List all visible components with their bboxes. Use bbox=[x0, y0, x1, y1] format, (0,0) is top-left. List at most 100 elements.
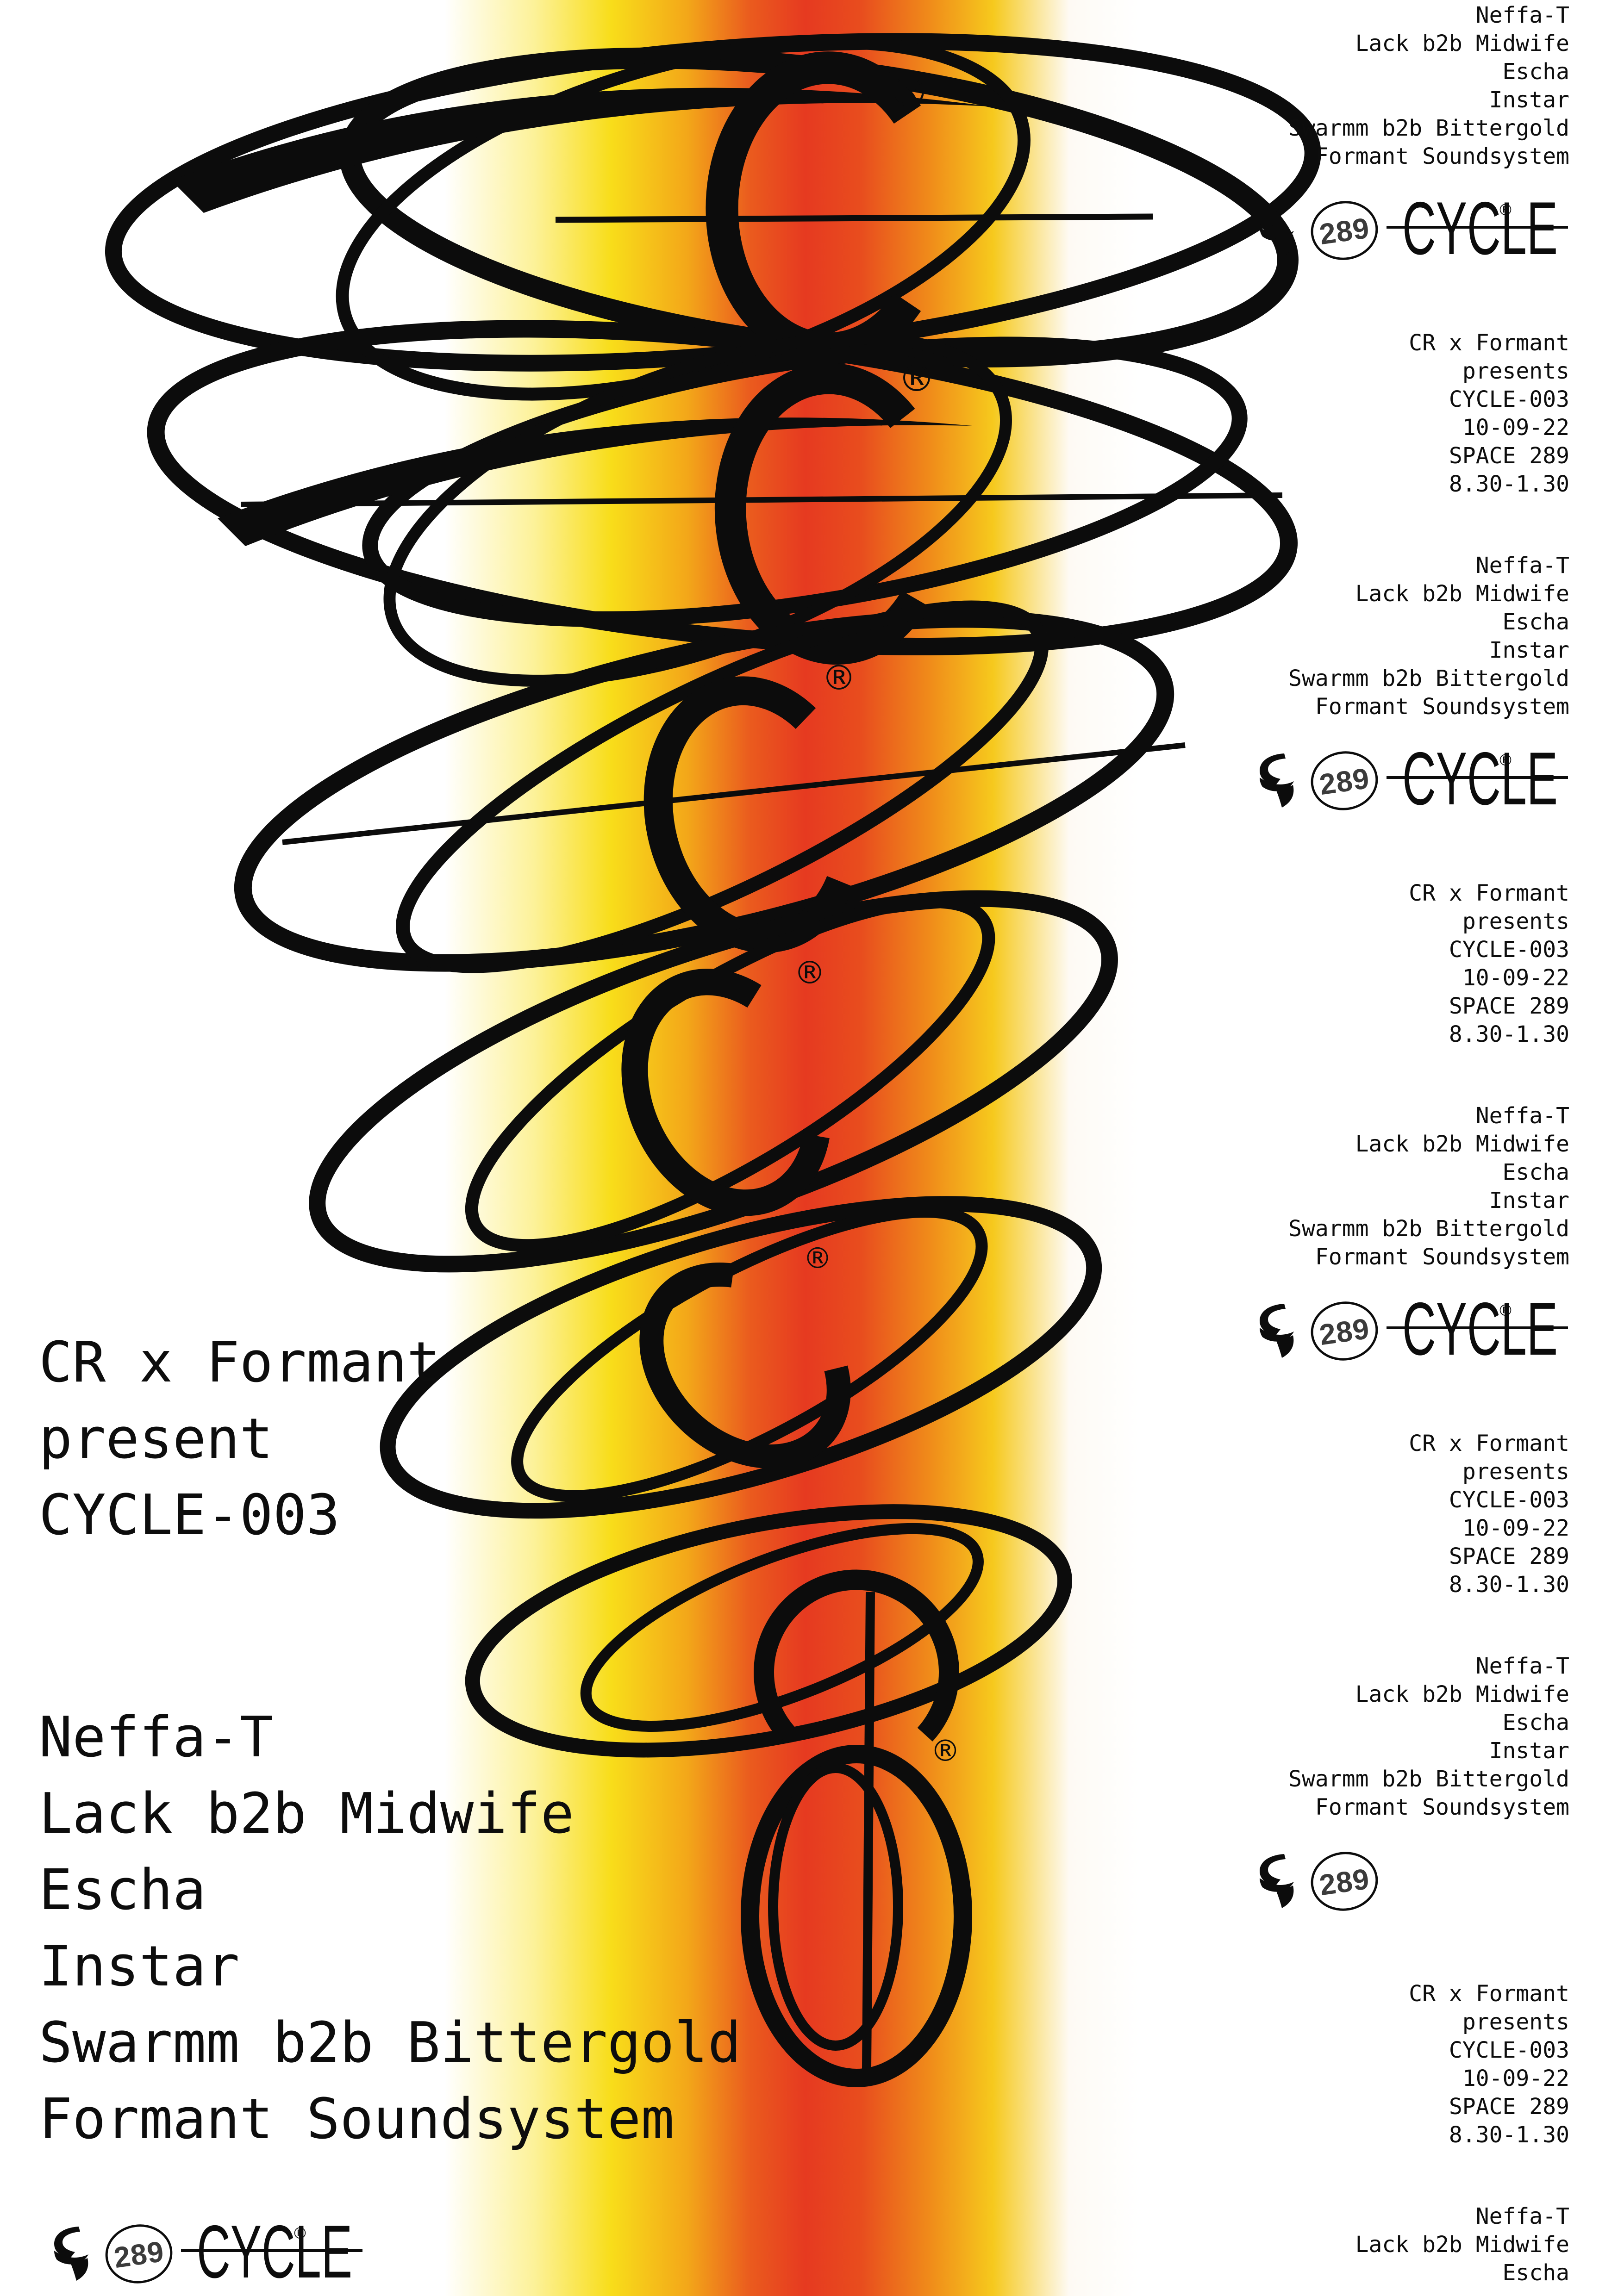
text-line: 10-09-22 bbox=[1462, 2066, 1569, 2091]
text-line: SPACE 289 bbox=[1449, 2094, 1569, 2120]
text-line: Swarmm b2b Bittergold bbox=[1288, 1216, 1569, 1242]
text-line: 8.30-1.30 bbox=[1449, 471, 1569, 497]
text-line: presents bbox=[1462, 2009, 1569, 2035]
text-line: CYCLE-003 bbox=[1449, 2037, 1569, 2063]
cycle-wordmark-text: CYCLE bbox=[1402, 1299, 1558, 1363]
space-289-badge: 289 bbox=[105, 2224, 173, 2284]
text-line: presents bbox=[1462, 908, 1569, 934]
lineup-text-block: Neffa-T Lack b2b Midwife Escha Instar Sw… bbox=[39, 1699, 741, 2158]
registered-mark: ® bbox=[1498, 201, 1513, 219]
cr-ribbon-logo-icon bbox=[1260, 203, 1294, 257]
cycle-wordmark-text: CYCLE bbox=[1402, 748, 1558, 813]
text-line: 8.30-1.30 bbox=[1449, 1021, 1569, 1047]
badge-number: 289 bbox=[1318, 1862, 1372, 1901]
text-line: Escha bbox=[1502, 609, 1570, 635]
registered-mark: ® bbox=[292, 2224, 308, 2243]
text-line: CR x Formant bbox=[1409, 1431, 1569, 1456]
cycle-wordmark: CYCLE ® bbox=[1387, 1299, 1568, 1363]
text-line: Neffa-T bbox=[1475, 553, 1569, 579]
intro-line: CYCLE-003 bbox=[39, 1483, 340, 1548]
space-289-badge: 289 bbox=[1311, 1851, 1378, 1911]
text-line: Lack b2b Midwife bbox=[1355, 2232, 1569, 2258]
text-line: Instar bbox=[1489, 637, 1569, 663]
cycle-logo-lockup: 289 CYCLE ® bbox=[1259, 1849, 1569, 1914]
cycle-wordmark: CYCLE ® bbox=[1387, 198, 1568, 263]
cycle-wordmark-text: CYCLE bbox=[1402, 198, 1558, 263]
cr-ribbon-logo-icon bbox=[54, 2227, 88, 2281]
text-line: Instar bbox=[1489, 87, 1569, 113]
text-line: SPACE 289 bbox=[1449, 993, 1569, 1019]
cycle-logo-lockup: 289 CYCLE ® bbox=[1259, 748, 1569, 813]
lineup-line: Lack b2b Midwife bbox=[39, 1782, 574, 1846]
text-line: CYCLE-003 bbox=[1449, 937, 1569, 963]
text-line: Lack b2b Midwife bbox=[1355, 581, 1569, 607]
text-line: CYCLE-003 bbox=[1449, 386, 1569, 412]
text-line: Neffa-T bbox=[1475, 2, 1569, 28]
text-line: Escha bbox=[1502, 1710, 1570, 1736]
text-line: 10-09-22 bbox=[1462, 1515, 1569, 1541]
badge-number: 289 bbox=[1318, 212, 1372, 250]
cr-ribbon-logo-icon bbox=[1260, 753, 1294, 808]
badge-number: 289 bbox=[112, 2235, 166, 2274]
badge-number: 289 bbox=[1318, 762, 1372, 801]
intro-line: CR x Formant bbox=[39, 1331, 440, 1395]
registered-mark: ® bbox=[1498, 1301, 1513, 1320]
space-289-badge: 289 bbox=[1311, 200, 1378, 260]
registered-mark: ® bbox=[1498, 751, 1513, 770]
text-line: CR x Formant bbox=[1409, 880, 1569, 906]
text-line: Formant Soundsystem bbox=[1315, 1244, 1569, 1270]
text-line: CR x Formant bbox=[1409, 1981, 1569, 2007]
cycle-wordmark-text: CYCLE bbox=[197, 2221, 352, 2286]
intro-line: present bbox=[39, 1407, 273, 1471]
text-line: Instar bbox=[1489, 1188, 1569, 1213]
text-line: 8.30-1.30 bbox=[1449, 1572, 1569, 1598]
cr-ribbon-logo-icon bbox=[1260, 1854, 1294, 1908]
lineup-line: Escha bbox=[39, 1858, 206, 1923]
text-line: Escha bbox=[1502, 1159, 1570, 1185]
text-line: Swarmm b2b Bittergold bbox=[1288, 115, 1569, 141]
text-line: Lack b2b Midwife bbox=[1355, 1131, 1569, 1157]
text-line: Formant Soundsystem bbox=[1315, 694, 1569, 720]
text-line: Neffa-T bbox=[1475, 2203, 1569, 2229]
text-line: presents bbox=[1462, 1459, 1569, 1485]
text-line: Neffa-T bbox=[1475, 1653, 1569, 1679]
text-line: Formant Soundsystem bbox=[1315, 1794, 1569, 1820]
text-line: Swarmm b2b Bittergold bbox=[1288, 666, 1569, 691]
text-line: Swarmm b2b Bittergold bbox=[1288, 1766, 1569, 1792]
lineup-line: Swarmm b2b Bittergold bbox=[39, 2011, 742, 2075]
cycle-wordmark: CYCLE ® bbox=[1387, 748, 1568, 813]
text-line: SPACE 289 bbox=[1449, 443, 1569, 469]
text-line: Lack b2b Midwife bbox=[1355, 1681, 1569, 1707]
cycle-wordmark: CYCLE ® bbox=[181, 2221, 362, 2286]
text-line: presents bbox=[1462, 358, 1569, 384]
text-line: Escha bbox=[1502, 2260, 1570, 2286]
text-line: CR x Formant bbox=[1409, 330, 1569, 356]
text-line: Lack b2b Midwife bbox=[1355, 31, 1569, 56]
lineup-line: Instar bbox=[39, 1935, 240, 1999]
space-289-badge: 289 bbox=[1311, 1301, 1378, 1361]
text-line: Instar bbox=[1489, 1738, 1569, 1764]
text-line: Escha bbox=[1502, 59, 1570, 85]
badge-number: 289 bbox=[1318, 1312, 1372, 1351]
text-line: 8.30-1.30 bbox=[1449, 2122, 1569, 2148]
text-line: SPACE 289 bbox=[1449, 1543, 1569, 1569]
intro-text-block: CR x Formant present CYCLE-003 bbox=[39, 1325, 440, 1554]
cycle-logo-lockup: 289 CYCLE ® bbox=[1259, 198, 1569, 263]
text-line: Formant Soundsystem bbox=[1315, 143, 1569, 169]
text-line: CYCLE-003 bbox=[1449, 1487, 1569, 1513]
cycle-logo-lockup: 289 CYCLE ® bbox=[53, 2221, 364, 2286]
lineup-line: Neffa-T bbox=[39, 1705, 273, 1770]
text-line: Neffa-T bbox=[1475, 1103, 1569, 1129]
text-line: 10-09-22 bbox=[1462, 415, 1569, 441]
